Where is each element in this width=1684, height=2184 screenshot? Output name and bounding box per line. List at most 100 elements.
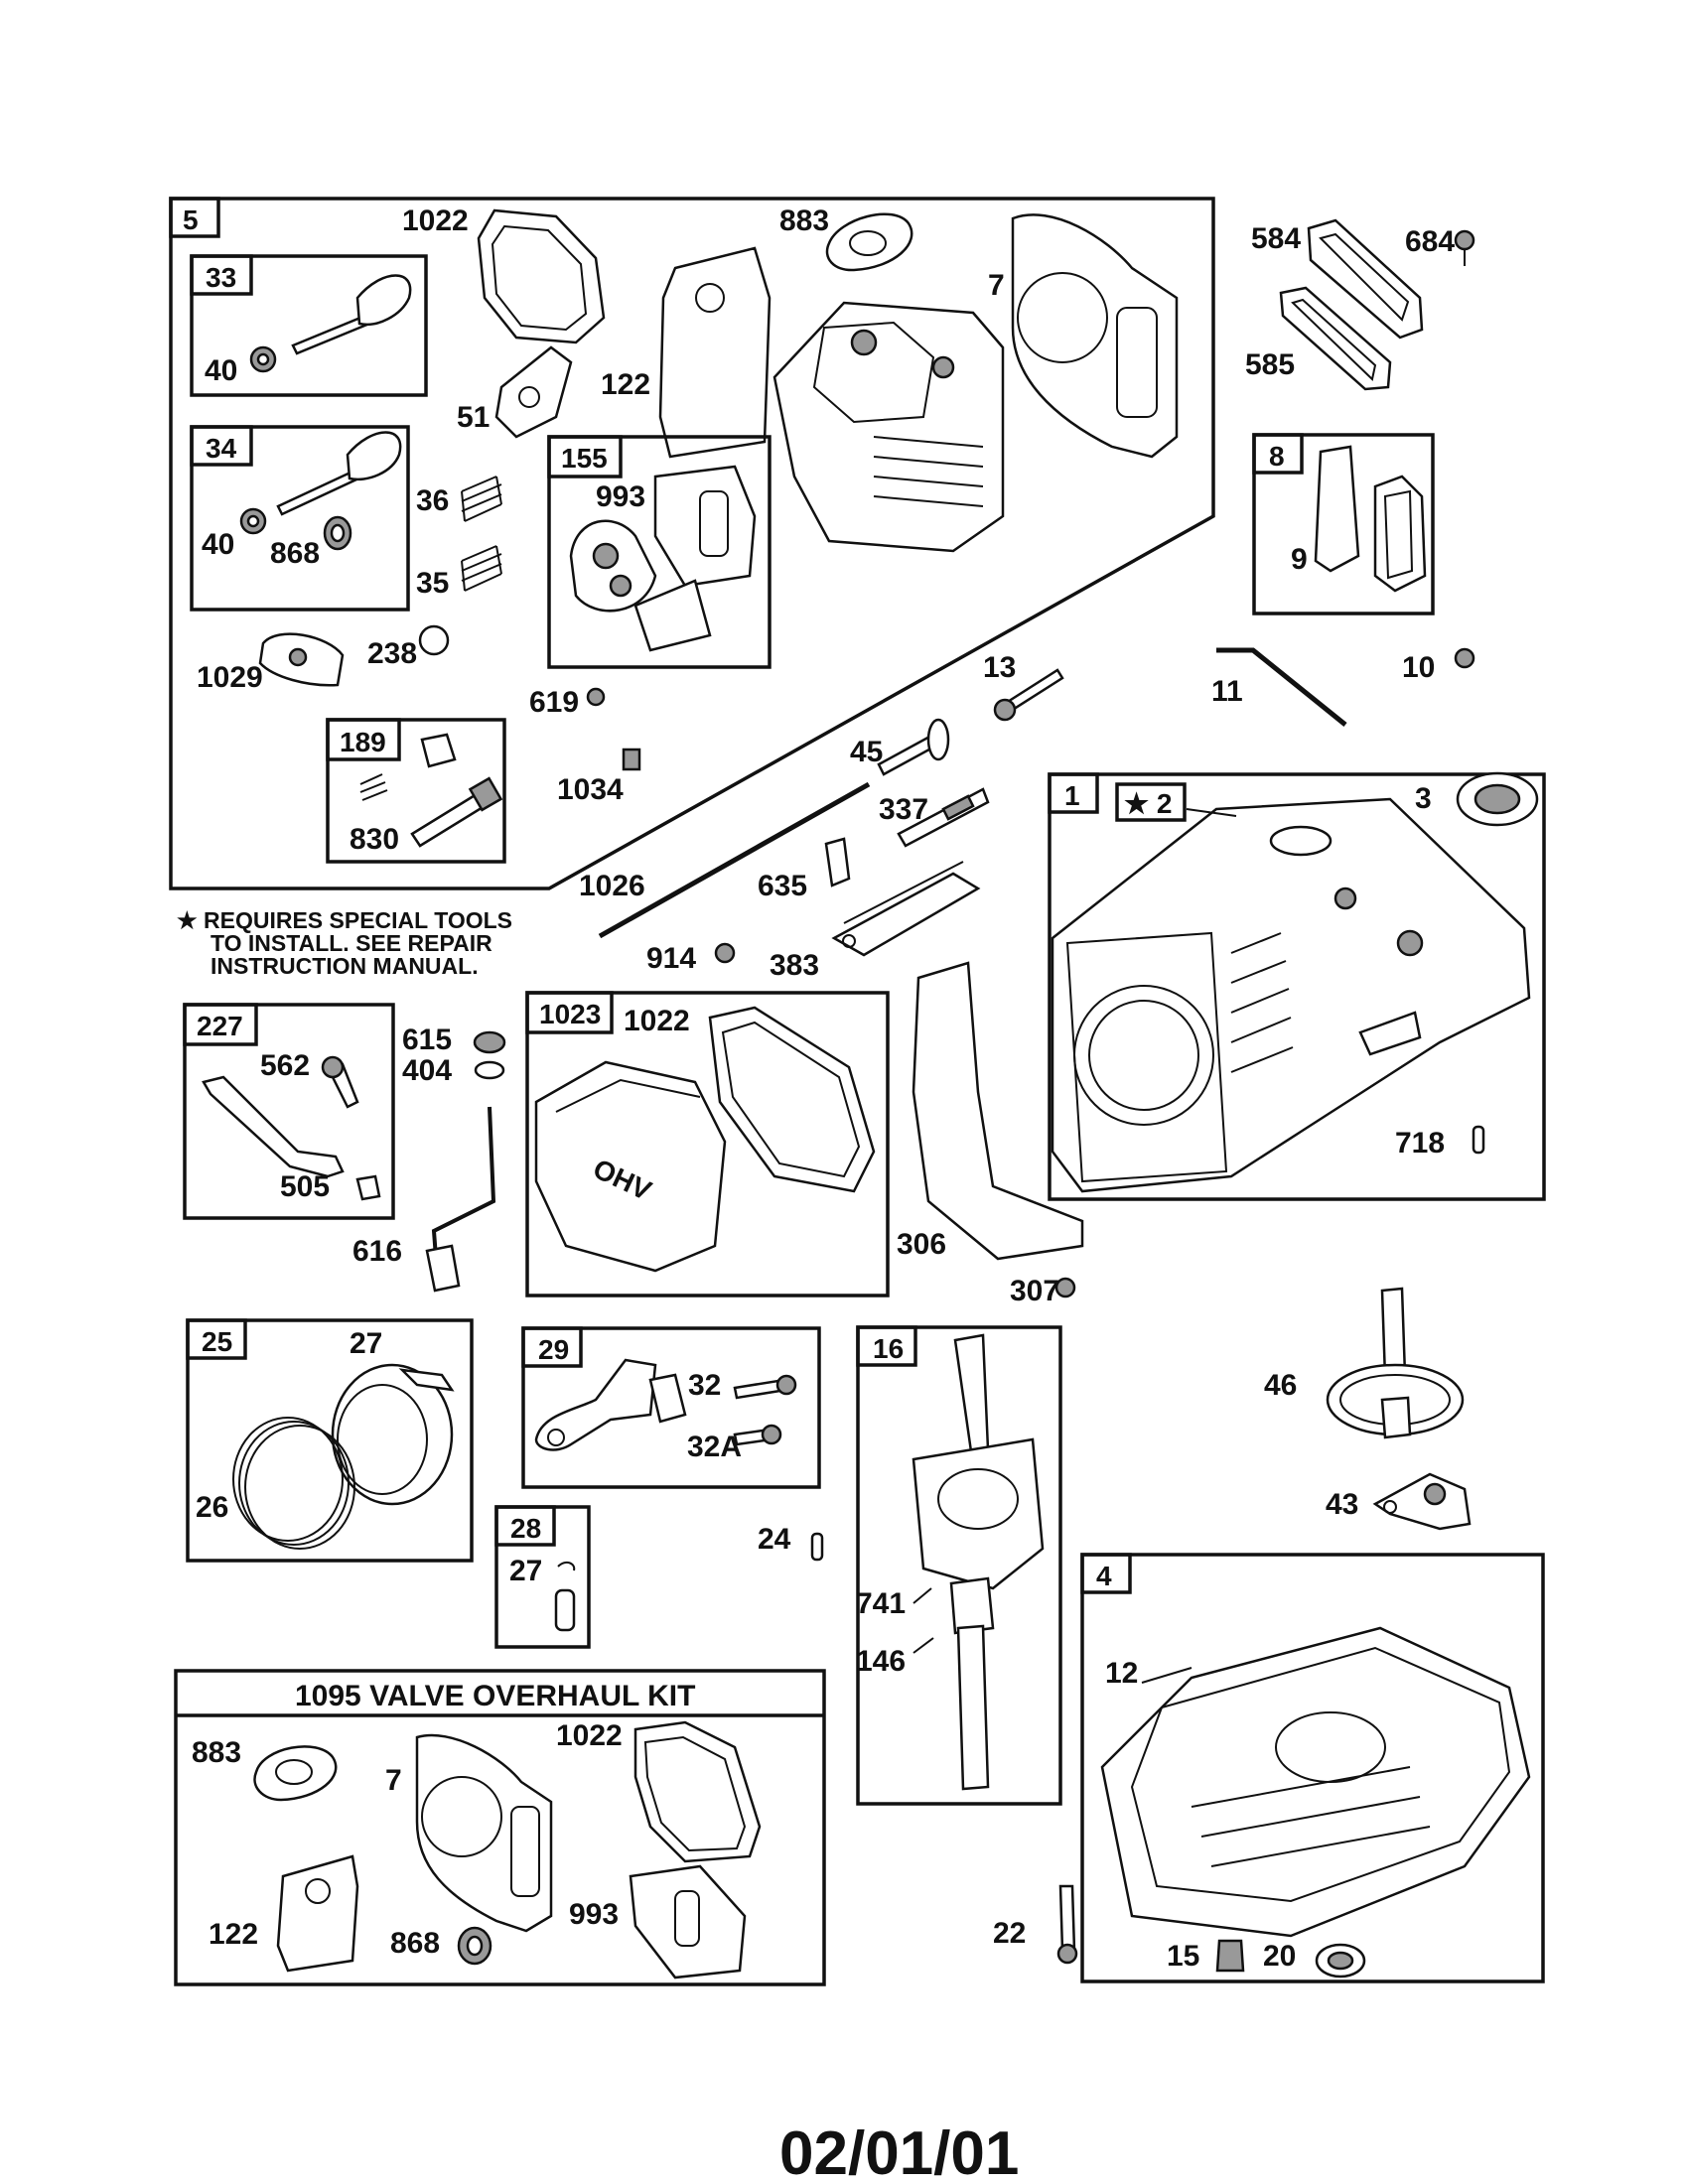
label-993-top: 993 bbox=[596, 480, 645, 513]
cylinder-block-part bbox=[1051, 797, 1531, 1193]
label-40-a: 40 bbox=[205, 354, 237, 387]
insulator-plate-part bbox=[658, 246, 772, 459]
label-684: 684 bbox=[1405, 225, 1455, 258]
governor-assembly-part bbox=[1372, 1472, 1472, 1531]
kit-head-gasket-part bbox=[415, 1733, 553, 1933]
kit-1095-title: 1095 VALVE OVERHAUL KIT bbox=[295, 1680, 695, 1712]
label-11: 11 bbox=[1211, 675, 1243, 708]
valve-spring-36-part bbox=[461, 476, 502, 522]
oil-seal-part bbox=[1456, 771, 1539, 827]
group-16-frame bbox=[856, 1325, 1062, 1806]
sump-part bbox=[1100, 1626, 1531, 1938]
dipstick-part bbox=[1216, 647, 1347, 727]
kit-breather-gasket-part bbox=[629, 1864, 747, 1979]
label-505: 505 bbox=[280, 1170, 330, 1203]
intake-valve-part bbox=[249, 274, 412, 373]
svg-text:INSTRUCTION MANUAL.: INSTRUCTION MANUAL. bbox=[210, 953, 479, 979]
rocker-stud-part bbox=[359, 733, 503, 848]
label-1022-kit: 1022 bbox=[556, 1719, 623, 1752]
label-40-b: 40 bbox=[202, 528, 234, 561]
label-1022-mid: 1022 bbox=[624, 1005, 690, 1037]
push-rod-part bbox=[598, 781, 871, 939]
exhaust-valve-part bbox=[239, 431, 402, 551]
label-10: 10 bbox=[1402, 651, 1435, 684]
valve-cover-gasket-part bbox=[477, 208, 606, 344]
label-306: 306 bbox=[897, 1228, 946, 1261]
label-27-a: 27 bbox=[350, 1327, 382, 1360]
group-1-frame bbox=[1048, 772, 1546, 1201]
group-4-id: 4 bbox=[1096, 1561, 1112, 1591]
label-307: 307 bbox=[1010, 1275, 1059, 1307]
label-1029: 1029 bbox=[197, 661, 263, 694]
rocker-arm-part bbox=[258, 632, 345, 687]
label-15: 15 bbox=[1167, 1940, 1199, 1973]
label-27-b: 27 bbox=[509, 1555, 542, 1587]
group-25-id: 25 bbox=[202, 1326, 232, 1357]
label-883-kit: 883 bbox=[192, 1736, 241, 1769]
oil-seal-20-part bbox=[1315, 1943, 1366, 1979]
bolt-22-part bbox=[1056, 1884, 1078, 1965]
group-189-frame bbox=[326, 718, 506, 864]
group-16-id: 16 bbox=[873, 1333, 904, 1364]
label-122-top: 122 bbox=[601, 368, 650, 401]
breather-cover-part bbox=[1314, 445, 1427, 593]
kit-valve-cover-gasket-part bbox=[633, 1720, 762, 1863]
kit-valve-seal-part bbox=[457, 1926, 492, 1966]
label-51: 51 bbox=[457, 401, 490, 434]
label-1026: 1026 bbox=[579, 870, 645, 902]
group-5-tag bbox=[169, 197, 220, 238]
piston-pin-part bbox=[554, 1561, 576, 1632]
group-16-tag bbox=[856, 1325, 917, 1367]
group-34-tag bbox=[190, 425, 253, 467]
breather-tube-part bbox=[824, 837, 851, 887]
valve-cap-part bbox=[418, 624, 450, 656]
label-616: 616 bbox=[352, 1235, 402, 1268]
part-number-labels: 1022 883 7 584 684 585 40 51 122 36 993 … bbox=[192, 205, 1455, 1973]
label-741: 741 bbox=[856, 1587, 906, 1620]
label-7-top: 7 bbox=[988, 269, 1005, 302]
piston-part bbox=[232, 1363, 455, 1550]
label-718: 718 bbox=[1395, 1127, 1445, 1160]
group-2-tag bbox=[1115, 782, 1187, 822]
group-25-frame bbox=[186, 1318, 474, 1563]
ignition-armature-part bbox=[831, 861, 981, 957]
cylinder-head-part bbox=[772, 301, 1005, 553]
valve-spring-35-part bbox=[461, 545, 502, 592]
label-337: 337 bbox=[879, 793, 928, 826]
label-32: 32 bbox=[688, 1369, 721, 1402]
label-1034: 1034 bbox=[557, 773, 624, 806]
screw-10-part bbox=[1454, 647, 1475, 669]
rod-bolt-32a-part bbox=[733, 1424, 782, 1446]
label-146: 146 bbox=[856, 1645, 906, 1678]
group-34-id: 34 bbox=[206, 433, 237, 464]
label-383: 383 bbox=[770, 949, 819, 982]
breather-gasket-585-part bbox=[1279, 286, 1392, 391]
label-43: 43 bbox=[1326, 1488, 1358, 1521]
connecting-rod-part bbox=[534, 1358, 687, 1451]
page-date: 02/01/01 bbox=[779, 2119, 1019, 2184]
group-29-frame bbox=[521, 1326, 821, 1489]
label-3: 3 bbox=[1415, 782, 1432, 815]
tappet-45-part bbox=[877, 718, 950, 776]
governor-shaft-part bbox=[425, 1106, 496, 1293]
label-13: 13 bbox=[983, 651, 1016, 684]
label-12: 12 bbox=[1105, 1657, 1138, 1690]
kit-intake-gasket-part bbox=[253, 1745, 338, 1802]
breather-cover-gasket-part bbox=[1307, 218, 1424, 340]
group-5-frame bbox=[169, 197, 1215, 890]
group-29-tag bbox=[521, 1326, 583, 1368]
label-615: 615 bbox=[402, 1024, 452, 1056]
svg-text:★ REQUIRES SPECIAL TOOLS: ★ REQUIRES SPECIAL TOOLS bbox=[177, 907, 512, 933]
intake-gasket-part bbox=[825, 212, 913, 272]
group-1023-frame bbox=[525, 991, 890, 1297]
label-9: 9 bbox=[1291, 543, 1308, 576]
label-36: 36 bbox=[416, 484, 449, 517]
group-4-frame bbox=[1080, 1553, 1545, 1983]
group-2-id: ★ 2 bbox=[1124, 788, 1172, 819]
crankshaft-part bbox=[912, 1333, 1045, 1791]
group-189-id: 189 bbox=[340, 727, 386, 757]
group-189-tag bbox=[326, 718, 401, 761]
label-35: 35 bbox=[416, 567, 449, 600]
group-33-frame bbox=[190, 254, 428, 397]
